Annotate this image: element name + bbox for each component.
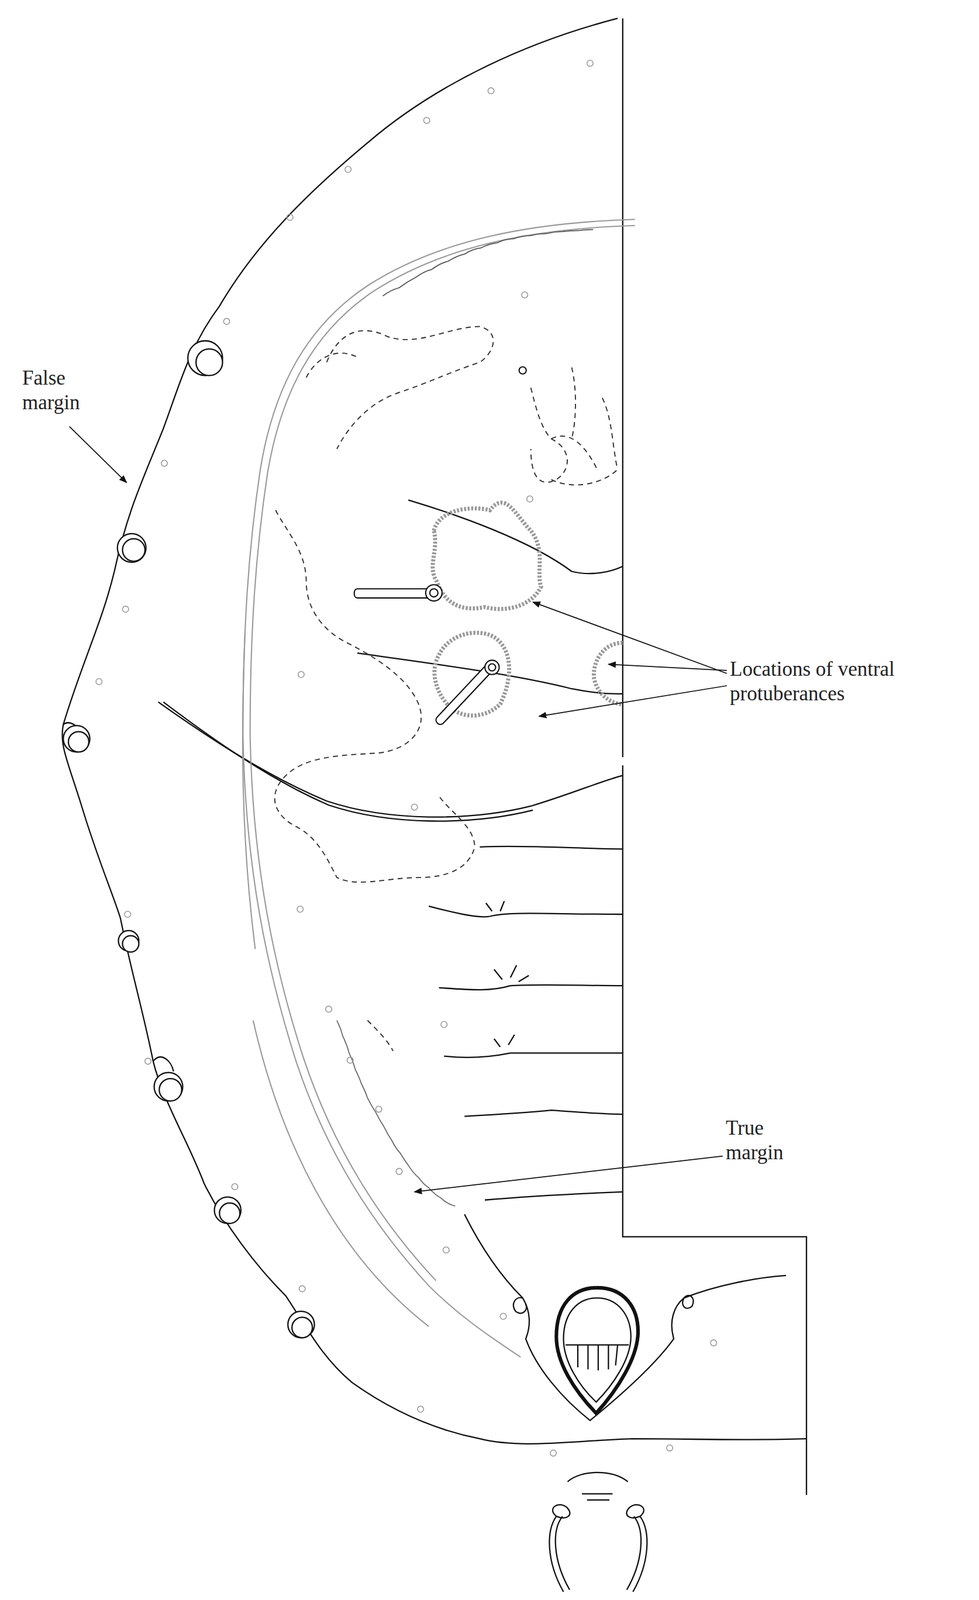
annotation-label: Locations of ventral protuberances [729,657,976,707]
annotation-label: False margin [22,366,96,416]
annotation-label: True margin [725,1116,814,1166]
